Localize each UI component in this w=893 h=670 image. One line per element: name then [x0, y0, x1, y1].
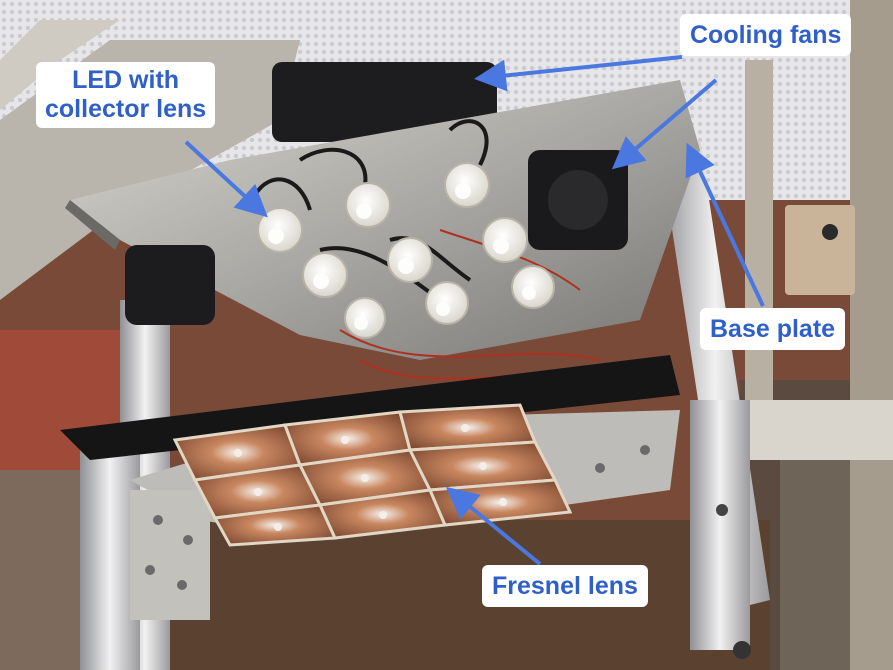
cooling-fans-label: Cooling fans — [680, 14, 852, 56]
base-plate-label: Base plate — [700, 308, 846, 350]
led-collector-lens-label: LED with collector lens — [36, 62, 216, 128]
fresnel-lens-label: Fresnel lens — [482, 565, 648, 607]
led-label-line1: LED with — [72, 66, 180, 94]
led-label-line2: collector lens — [45, 95, 207, 123]
